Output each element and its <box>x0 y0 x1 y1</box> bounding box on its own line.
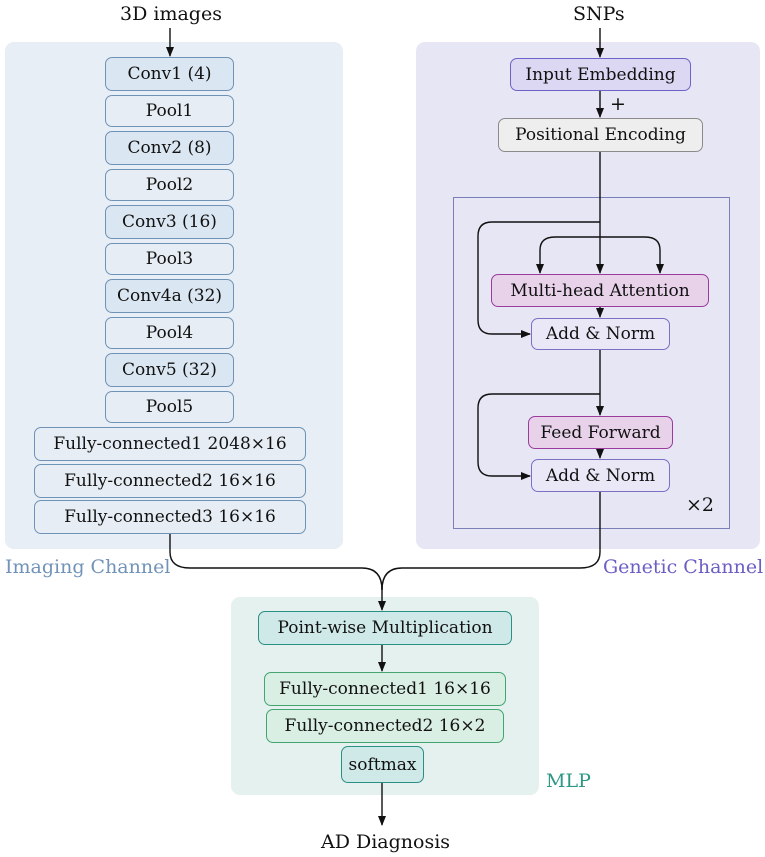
multi-head-attention-box: Multi-head Attention <box>491 274 709 307</box>
feed-forward-box: Feed Forward <box>528 416 673 449</box>
pool1-box: Pool1 <box>105 95 234 127</box>
softmax-box: softmax <box>341 746 424 783</box>
arrow-residual-2 <box>477 393 600 480</box>
transformer-block-frame <box>453 197 730 529</box>
output-diagnosis-label: AD Diagnosis <box>321 831 451 853</box>
imaging-channel-title: Imaging Channel <box>5 556 171 578</box>
arrow-genetic-to-merge <box>381 492 601 591</box>
pool5-box: Pool5 <box>105 391 234 423</box>
input-images-label: 3D images <box>120 3 222 25</box>
conv2-box: Conv2 (8) <box>105 131 234 165</box>
arrow-imaging-to-merge <box>169 532 383 591</box>
plus-sign: + <box>610 93 626 115</box>
positional-encoding-box: Positional Encoding <box>498 118 703 152</box>
conv4a-box: Conv4a (32) <box>105 279 234 313</box>
pointwise-multiplication-box: Point-wise Multiplication <box>258 611 512 645</box>
pool2-box: Pool2 <box>105 169 234 201</box>
imaging-fc1-box: Fully-connected1 2048×16 <box>34 427 306 461</box>
add-norm-1-box: Add & Norm <box>531 318 670 350</box>
imaging-fc3-box: Fully-connected3 16×16 <box>34 500 306 534</box>
mlp-fc1-box: Fully-connected1 16×16 <box>264 672 506 706</box>
arrow-split-right <box>600 236 664 274</box>
genetic-channel-title: Genetic Channel <box>603 556 764 578</box>
mlp-fc2-box: Fully-connected2 16×2 <box>266 709 504 743</box>
repeat-count-label: ×2 <box>686 494 715 516</box>
mlp-title: MLP <box>546 770 591 792</box>
add-norm-2-box: Add & Norm <box>531 459 670 492</box>
arrow-residual-1 <box>477 221 600 338</box>
arrow-split-left <box>536 236 600 274</box>
imaging-fc2-box: Fully-connected2 16×16 <box>34 464 306 498</box>
input-snps-label: SNPs <box>573 3 625 25</box>
conv5-box: Conv5 (32) <box>105 353 234 387</box>
conv1-box: Conv1 (4) <box>105 57 234 91</box>
input-embedding-box: Input Embedding <box>510 58 691 91</box>
pool4-box: Pool4 <box>105 317 234 349</box>
conv3-box: Conv3 (16) <box>105 205 234 239</box>
pool3-box: Pool3 <box>105 243 234 275</box>
